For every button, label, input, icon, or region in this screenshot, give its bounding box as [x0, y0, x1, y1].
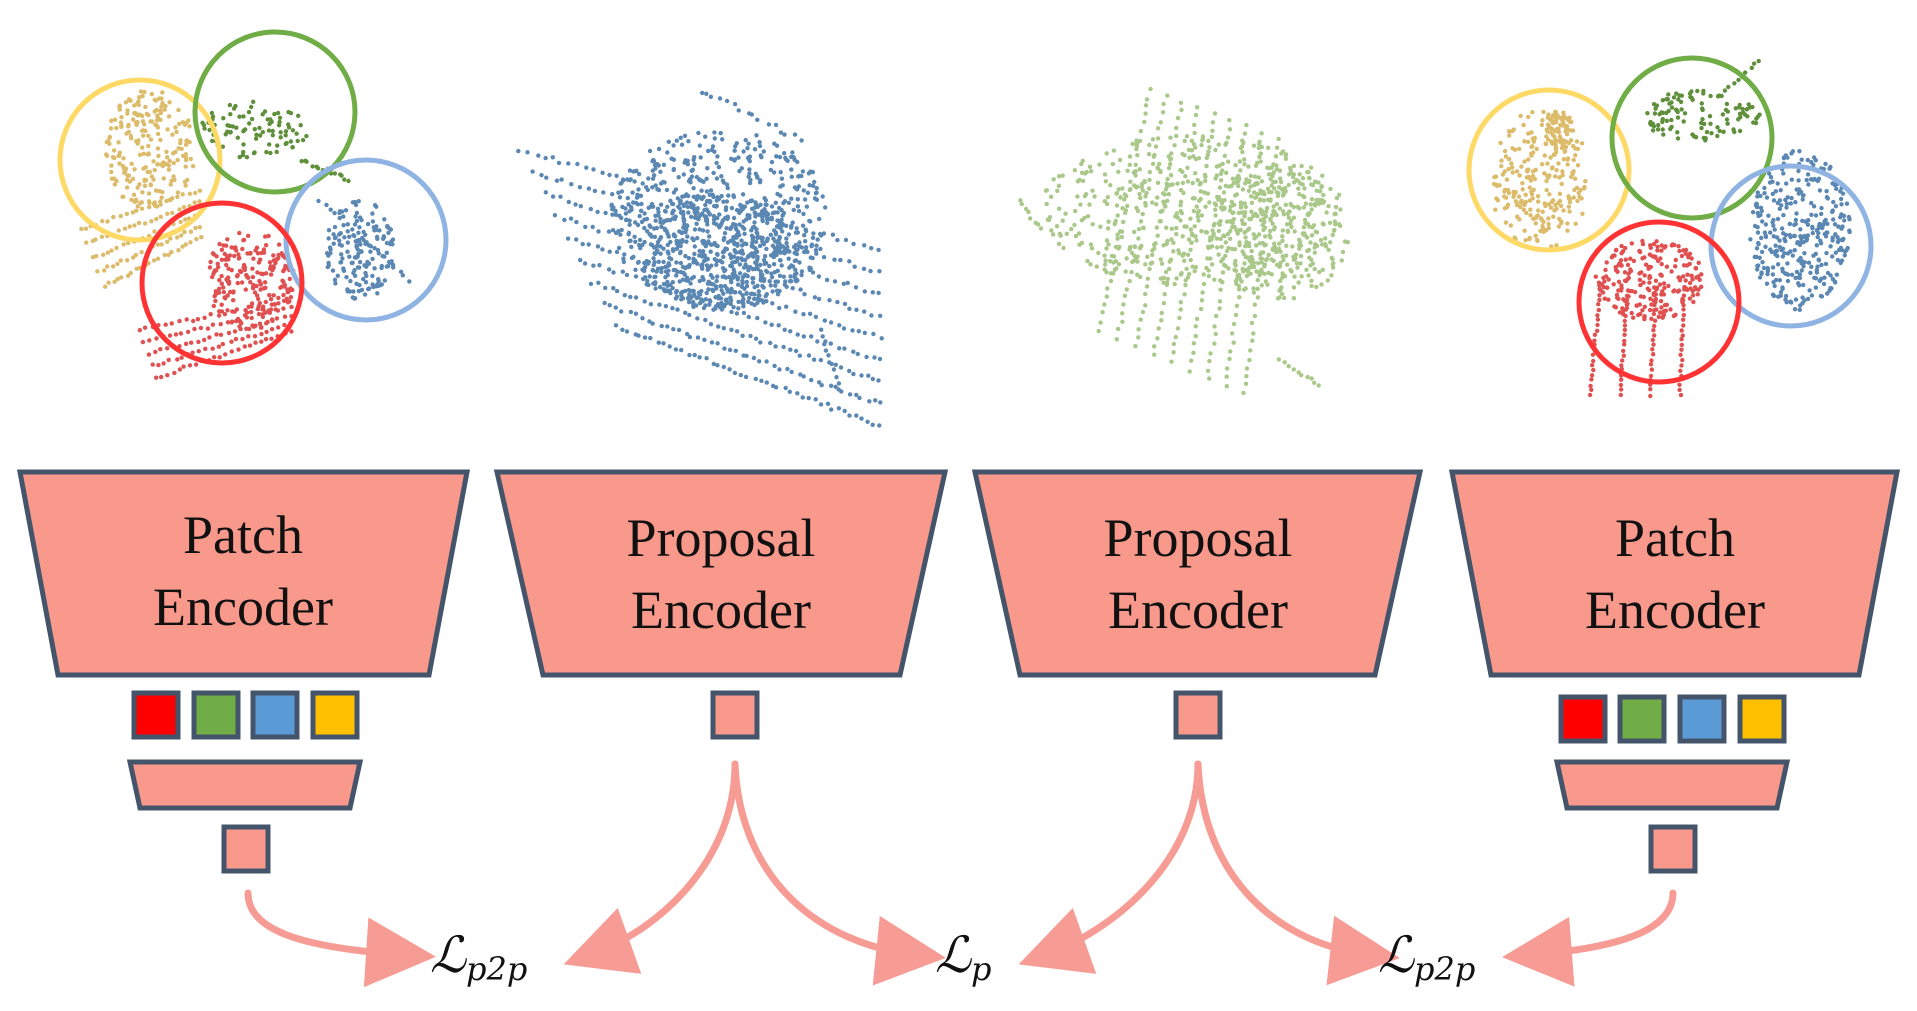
- arrow-patch-right-to-lp2p: [1502, 889, 1677, 987]
- token-yellow: [1737, 694, 1787, 744]
- token-blue: [1677, 694, 1727, 744]
- patch-tokens-left: [131, 690, 360, 740]
- patch-encoder-left: Patch Encoder: [16, 469, 471, 678]
- proposal-encoder-right: Proposal Encoder: [971, 469, 1424, 678]
- encoder-label-line2: Encoder: [153, 577, 333, 637]
- patch-feature-token-right: [1648, 824, 1698, 874]
- proposal-encoder-left: Proposal Encoder: [493, 469, 949, 678]
- token-blue: [250, 690, 300, 740]
- token-green: [1617, 694, 1667, 744]
- patch-circles-right: [1466, 55, 1874, 385]
- encoder-label-line1: Proposal: [1104, 508, 1293, 568]
- aggregator-right: [1553, 759, 1791, 811]
- patch-circle-green: [1609, 55, 1775, 221]
- point-cloud-car-patches-left: [79, 89, 412, 380]
- patch-circle-red: [1576, 219, 1742, 385]
- token-yellow: [310, 690, 360, 740]
- arrow-proposal-left-to-lp: [731, 760, 946, 986]
- patch-circle-green: [192, 29, 358, 195]
- encoder-label-line2: Encoder: [1108, 580, 1288, 640]
- loss-p2p-left: ℒp2p: [430, 926, 527, 988]
- loss-p: ℒp: [935, 926, 992, 988]
- arrow-proposal-right-to-lp2p: [1194, 760, 1400, 986]
- encoder-label-line2: Encoder: [631, 580, 811, 640]
- arrow-proposal-right-to-lp: [1018, 760, 1202, 974]
- patch-circle-blue: [283, 157, 449, 323]
- patch-tokens-right: [1558, 694, 1787, 744]
- encoder-label-line1: Proposal: [627, 508, 816, 568]
- token-red: [131, 690, 181, 740]
- token-red: [1558, 694, 1608, 744]
- encoder-label-line1: Patch: [1615, 508, 1735, 568]
- encoder-label-line1: Patch: [183, 505, 303, 565]
- arrow-patch-left-to-lp2p: [244, 889, 436, 988]
- arrow-proposal-left-to-lp2p: [563, 760, 739, 974]
- patch-circle-red: [139, 200, 305, 366]
- patch-feature-token-left: [221, 824, 271, 874]
- token-green: [191, 690, 241, 740]
- aggregator-left: [126, 759, 364, 811]
- patch-circle-yellow: [1466, 87, 1632, 253]
- patch-circle-yellow: [57, 77, 223, 243]
- loss-p2p-right: ℒp2p: [1378, 926, 1475, 988]
- patch-circles-left: [57, 29, 449, 366]
- point-cloud-car-green: [1018, 86, 1351, 396]
- point-cloud-car-patches-right: [1491, 58, 1852, 399]
- encoder-label-line2: Encoder: [1585, 580, 1765, 640]
- patch-encoder-right: Patch Encoder: [1448, 469, 1901, 678]
- proposal-feature-token-right: [1173, 690, 1223, 740]
- proposal-feature-token-left: [710, 690, 760, 740]
- point-cloud-car-blue: [516, 90, 884, 428]
- patch-circle-blue: [1708, 163, 1874, 329]
